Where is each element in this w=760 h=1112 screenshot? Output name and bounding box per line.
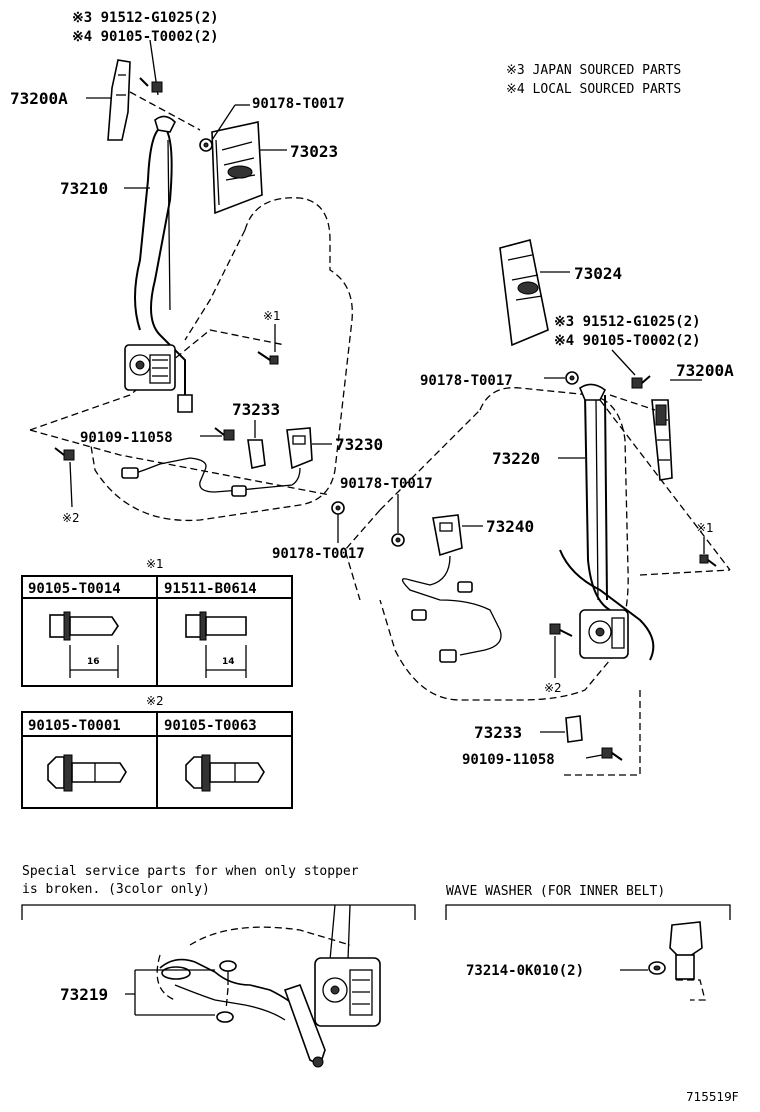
retractor-right: [579, 609, 629, 659]
flange-bolt-icon: 14: [185, 611, 247, 678]
table-1-col2: 91511-B0614: [164, 581, 257, 597]
dim-2: 14: [222, 657, 235, 667]
table-2-mark: ※2: [146, 694, 164, 708]
label-73200a-right: 73200A: [676, 361, 734, 380]
label-73214: 73214-0K010(2): [466, 963, 584, 979]
height-adjuster-right: [651, 399, 673, 481]
bolt-icon: [54, 447, 75, 461]
legend-local-sourced: ※4 LOCAL SOURCED PARTS: [506, 82, 681, 97]
clip-icon: [565, 371, 579, 385]
bolt-icon: [631, 375, 651, 389]
note-local-bolt-left: ※4 90105-T0002(2): [72, 29, 219, 45]
label-90178-top: 90178-T0017: [252, 96, 345, 112]
bolt-icon: [139, 77, 163, 93]
flange-bolt-icon: 16: [49, 611, 119, 678]
table-1-mark: ※1: [146, 557, 164, 571]
label-90178-mid: 90178-T0017: [340, 476, 433, 492]
label-90178-right-top: 90178-T0017: [420, 373, 513, 389]
flange-bolt-icon: [47, 754, 127, 792]
stopper-service-assembly: [156, 904, 381, 1068]
wave-washer-title: WAVE WASHER (FOR INNER BELT): [446, 884, 665, 899]
note-japan-bolt-right: ※3 91512-G1025(2): [554, 314, 701, 330]
cap-73233-right: [565, 715, 583, 743]
belt-webbing-73220: [584, 394, 611, 611]
flange-bolt-icon: [185, 754, 265, 792]
table-2-col2: 90105-T0063: [164, 718, 257, 734]
mark-1-right: ※1: [696, 521, 714, 535]
legend-japan-sourced: ※3 JAPAN SOURCED PARTS: [506, 63, 681, 78]
note-japan-bolt-left: ※3 91512-G1025(2): [72, 10, 219, 26]
clip-icon: [391, 533, 405, 547]
label-73233-left: 73233: [232, 400, 280, 419]
screw-icon: [699, 554, 717, 567]
label-73200a-left: 73200A: [10, 89, 68, 108]
label-90178-bottom-left: 90178-T0017: [272, 546, 365, 562]
retractor-service: [314, 957, 381, 1027]
wave-washer-icon: [648, 961, 666, 975]
screw-icon: [257, 351, 279, 365]
cover-73023: [211, 121, 263, 215]
table-1-col1: 90105-T0014: [28, 581, 121, 597]
label-73024: 73024: [574, 264, 622, 283]
height-adjuster-left: [107, 59, 131, 141]
label-90109-left: 90109-11058: [80, 430, 173, 446]
label-73230: 73230: [335, 435, 383, 454]
label-73220: 73220: [492, 449, 540, 468]
fastener-table-2: ※2 90105-T0001 90105-T0063: [21, 694, 293, 809]
label-73240: 73240: [486, 517, 534, 536]
bolt-icon: [601, 747, 623, 761]
bolt-icon: [549, 623, 573, 637]
diagram-code: 715519F: [686, 1090, 739, 1104]
buckle-73240: [401, 514, 502, 663]
washer-icon: [216, 1011, 234, 1023]
table-2-col1: 90105-T0001: [28, 718, 121, 734]
note-local-bolt-right: ※4 90105-T0002(2): [554, 333, 701, 349]
stopper-button-icon: [219, 960, 237, 985]
mark-2-left: ※2: [62, 511, 80, 525]
fastener-table-1: ※1 90105-T0014 91511-B0614 16 14: [21, 557, 293, 687]
clip-icon: [331, 501, 345, 515]
label-73023: 73023: [290, 142, 338, 161]
retractor-left: [124, 344, 176, 391]
belt-webbing-73210: [150, 127, 186, 410]
cover-73024: [499, 239, 549, 347]
wave-washer-assembly: [648, 921, 706, 1001]
service-note-line1: Special service parts for when only stop…: [22, 864, 359, 879]
cap-73233-left: [247, 439, 266, 469]
right-seat-assembly: [344, 239, 731, 776]
mark-2-right: ※2: [544, 681, 562, 695]
buckle-73230: [121, 427, 313, 497]
mark-1-left: ※1: [263, 309, 281, 323]
label-73210: 73210: [60, 179, 108, 198]
bolt-icon: [214, 427, 235, 441]
service-note-line2: is broken. (3color only): [22, 882, 210, 897]
dim-1: 16: [87, 657, 100, 667]
label-73233-right: 73233: [474, 723, 522, 742]
left-seat-assembly: [29, 39, 353, 522]
label-73219: 73219: [60, 985, 108, 1004]
clip-icon: [199, 138, 213, 152]
label-90109-right: 90109-11058: [462, 752, 555, 768]
